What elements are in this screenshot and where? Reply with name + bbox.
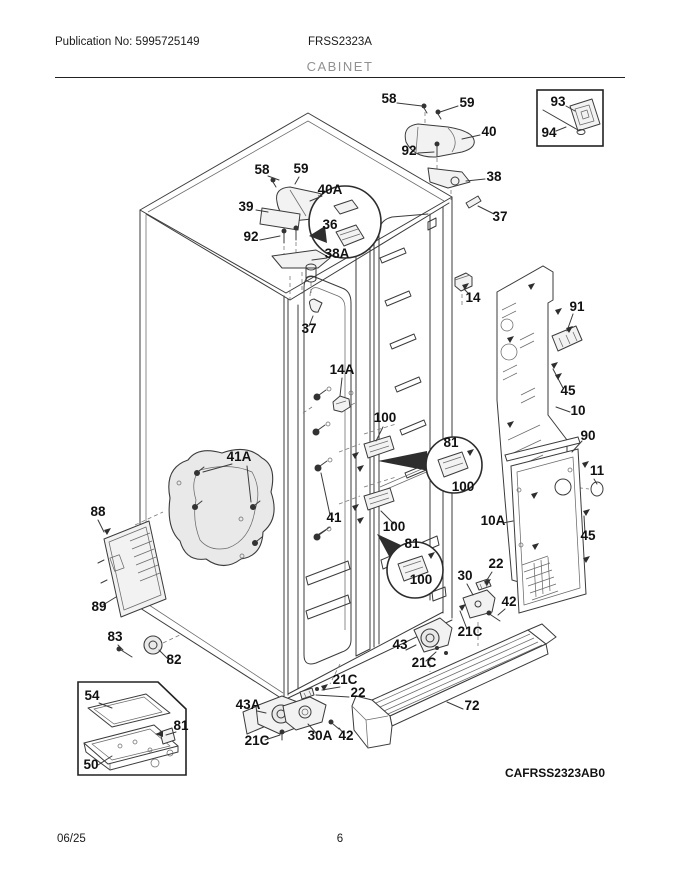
detail-circle-36 — [308, 185, 382, 259]
part-41-screws — [312, 386, 333, 541]
detail-circle-81-lower — [377, 534, 444, 599]
section-title: CABINET — [306, 59, 374, 74]
callout-82: 82 — [166, 652, 181, 667]
callout-59: 59 — [293, 161, 308, 176]
callout-81: 81 — [443, 435, 459, 450]
callout-89: 89 — [91, 599, 106, 614]
part-30-bracket — [462, 578, 501, 622]
callout-100: 100 — [410, 572, 433, 587]
callout-91: 91 — [569, 299, 585, 314]
callout-94: 94 — [541, 125, 557, 140]
callout-37: 37 — [492, 209, 507, 224]
inset-box-93-94 — [536, 89, 604, 147]
part-37-clips — [309, 195, 482, 413]
part-72-toe-grille — [351, 623, 557, 749]
callout-22: 22 — [488, 556, 503, 571]
callout-30a: 30A — [308, 728, 333, 743]
callout-21c: 21C — [245, 733, 270, 748]
publication-number: Publication No: 5995725149 — [55, 36, 200, 48]
callout-92: 92 — [401, 143, 416, 158]
part-89-louver-cover — [97, 520, 167, 658]
callout-10: 10 — [570, 403, 585, 418]
callout-40a: 40A — [318, 182, 343, 197]
footer-date: 06/25 — [57, 833, 86, 845]
callout-43a: 43A — [236, 697, 261, 712]
callout-21c: 21C — [458, 624, 483, 639]
callout-50: 50 — [83, 757, 98, 772]
callout-45: 45 — [560, 383, 576, 398]
callout-90: 90 — [580, 428, 595, 443]
callout-14: 14 — [465, 290, 481, 305]
callout-45: 45 — [580, 528, 596, 543]
header-rule — [55, 77, 625, 78]
callout-92: 92 — [243, 229, 258, 244]
callout-42: 42 — [501, 594, 516, 609]
callout-41: 41 — [326, 510, 342, 525]
callout-11: 11 — [590, 463, 605, 478]
callout-39: 39 — [238, 199, 253, 214]
callout-38: 38 — [486, 169, 502, 184]
callout-40: 40 — [481, 124, 496, 139]
callout-36: 36 — [322, 217, 338, 232]
part-43-hinge — [413, 617, 453, 655]
callout-21c: 21C — [412, 655, 437, 670]
diagram-code: CAFRSS2323AB0 — [505, 766, 605, 780]
callout-54: 54 — [84, 688, 100, 703]
callout-81: 81 — [404, 536, 420, 551]
callout-labels: 58 59 40 92 38 93 94 37 58 59 40A 39 36 92 38A 14 37 91 45… — [83, 91, 604, 772]
part-40-hinge-cover-top-right — [404, 103, 475, 189]
callout-100: 100 — [383, 519, 406, 534]
callout-58: 58 — [254, 162, 270, 177]
callout-22: 22 — [350, 685, 365, 700]
callout-43: 43 — [392, 637, 408, 652]
callout-58: 58 — [381, 91, 397, 106]
callout-81: 81 — [173, 718, 189, 733]
callout-30: 30 — [457, 568, 472, 583]
callout-72: 72 — [464, 698, 479, 713]
callout-83: 83 — [107, 629, 123, 644]
model-number: FRSS2323A — [308, 36, 372, 48]
callout-41a: 41A — [227, 449, 252, 464]
callout-59: 59 — [459, 95, 474, 110]
callout-88: 88 — [90, 504, 106, 519]
callout-42: 42 — [338, 728, 353, 743]
callout-14a: 14A — [330, 362, 355, 377]
footer-page-number: 6 — [336, 833, 344, 845]
callout-38a: 38A — [325, 246, 350, 261]
callout-100: 100 — [452, 479, 475, 494]
leader-lines — [97, 102, 598, 766]
callout-37: 37 — [301, 321, 316, 336]
callout-10a: 10A — [481, 513, 506, 528]
callout-100: 100 — [374, 410, 397, 425]
part-100-latches — [363, 435, 395, 511]
callout-93: 93 — [550, 94, 566, 109]
callout-21c: 21C — [333, 672, 358, 687]
part-30A-hinge — [282, 687, 340, 731]
part-10A-cover-panel — [504, 436, 604, 614]
part-41A-evap-cover — [168, 448, 275, 567]
